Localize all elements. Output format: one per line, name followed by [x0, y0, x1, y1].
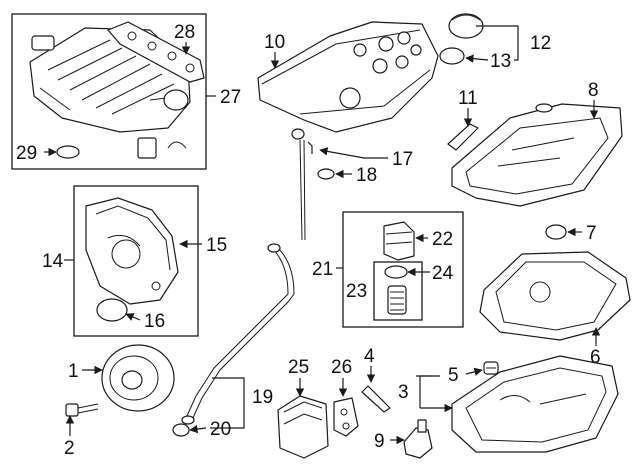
- callout-3: 3: [398, 382, 409, 403]
- callout-21: 21: [312, 259, 333, 280]
- leader-12: [476, 25, 519, 61]
- callout-11: 11: [458, 88, 478, 109]
- callout-20: 20: [210, 419, 231, 440]
- oil-cooler-gasket: [333, 397, 359, 437]
- leader-17: [307, 141, 388, 159]
- oil-filter-housing-cap: [383, 221, 415, 261]
- callout-2: 2: [64, 438, 75, 459]
- filter-o-ring-24: [384, 265, 408, 279]
- seal-11: [447, 123, 479, 151]
- timing-cover: [85, 197, 179, 305]
- callout-1: 1: [68, 361, 79, 382]
- o-ring-29: [56, 145, 80, 159]
- crankshaft-pulley: [101, 344, 175, 412]
- callout-19: 19: [252, 387, 273, 408]
- seal-4: [361, 385, 391, 413]
- valve-cover: [257, 21, 439, 133]
- callout-29: 29: [16, 143, 37, 164]
- callout-24: 24: [432, 263, 454, 284]
- oil-pan-section: [479, 251, 631, 341]
- callout-6: 6: [590, 347, 601, 368]
- timing-cover-seal-16: [96, 298, 128, 322]
- oil-filter-element: [387, 285, 407, 315]
- callout-22: 22: [432, 229, 453, 250]
- callout-16: 16: [144, 311, 165, 332]
- callout-8: 8: [588, 80, 599, 101]
- oil-cooler: [277, 395, 329, 459]
- callout-18: 18: [356, 165, 377, 186]
- callout-13: 13: [490, 51, 511, 72]
- filter-kit-box: [373, 261, 423, 321]
- filler-cap-seal: [439, 47, 465, 65]
- o-ring-18: [317, 168, 335, 180]
- leader-5: [465, 367, 483, 376]
- callout-4: 4: [364, 346, 375, 367]
- leader-20: [189, 424, 207, 434]
- oil-pan: [451, 355, 619, 453]
- intake-gasket: [107, 21, 205, 83]
- callout-28: 28: [174, 22, 195, 43]
- callout-26: 26: [331, 357, 352, 378]
- callout-23: 23: [346, 281, 367, 302]
- leader-17b: [319, 147, 365, 159]
- callout-27: 27: [220, 87, 241, 108]
- dipstick-tube: [181, 243, 295, 425]
- oil-filler-cap: [448, 13, 484, 39]
- callout-12: 12: [530, 33, 551, 54]
- callout-17: 17: [392, 149, 413, 170]
- callout-5: 5: [448, 365, 459, 386]
- oil-filter-group-box: [342, 211, 464, 328]
- leader-16: [125, 313, 141, 321]
- oil-level-sensor-9: [403, 419, 433, 459]
- oil-dipstick: [291, 128, 306, 241]
- callout-10: 10: [264, 32, 285, 53]
- callout-14: 14: [42, 251, 64, 272]
- callout-7: 7: [586, 223, 597, 244]
- callout-15: 15: [206, 235, 227, 256]
- drain-plug-5: [483, 361, 499, 375]
- upper-oil-pan: [451, 103, 623, 207]
- tube-seal-20: [172, 423, 190, 437]
- intake-manifold-group-box: [11, 13, 207, 170]
- timing-cover-group-box: [73, 185, 199, 337]
- callout-9: 9: [374, 431, 385, 452]
- callout-25: 25: [288, 357, 309, 378]
- leader-3: [416, 375, 452, 408]
- leader-19: [210, 377, 245, 429]
- pulley-bolt: [65, 403, 99, 417]
- drain-plug-seal-7: [545, 224, 567, 240]
- leader-13: [465, 54, 489, 63]
